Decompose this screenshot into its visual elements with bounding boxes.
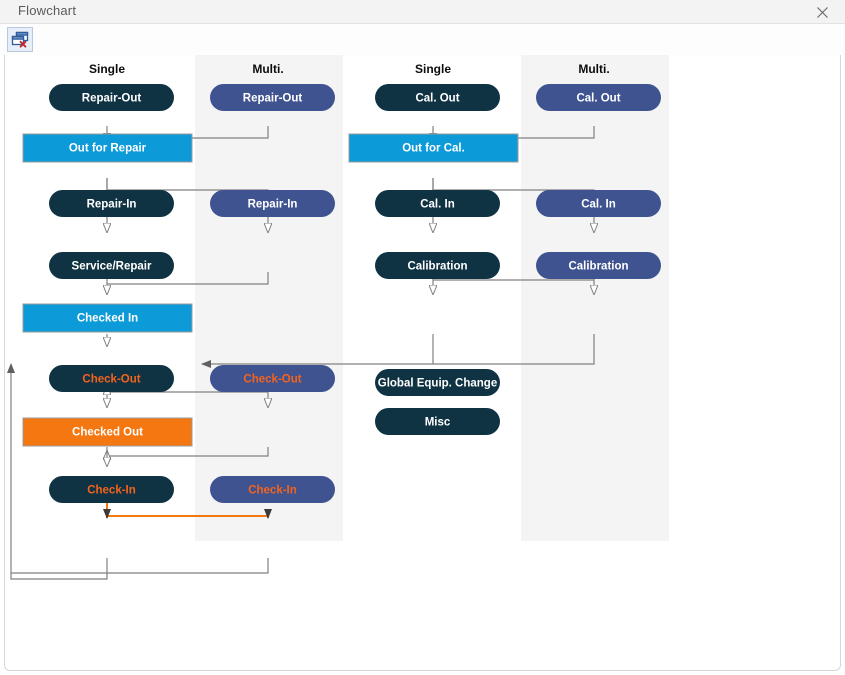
node-cal-in-single[interactable]: Cal. In — [375, 190, 500, 217]
node-out-for-repair[interactable]: Out for Repair — [22, 133, 193, 163]
node-check-in-single[interactable]: Check-In — [49, 476, 174, 503]
node-label: Global Equip. Change — [378, 378, 497, 390]
node-label: Out for Repair — [69, 143, 147, 155]
node-cal-out-single[interactable]: Cal. Out — [375, 84, 500, 111]
node-label: Cal. In — [581, 199, 616, 211]
node-repair-in-multi[interactable]: Repair-In — [210, 190, 335, 217]
node-service-repair[interactable]: Service/Repair — [49, 252, 174, 279]
window-close-button[interactable] — [799, 0, 845, 24]
node-repair-in-single[interactable]: Repair-In — [49, 190, 174, 217]
window-close-red-x-icon — [11, 31, 28, 48]
node-label: Calibration — [407, 261, 467, 273]
node-label: Check-Out — [82, 374, 140, 386]
column-header-repair-single: Single — [89, 62, 125, 76]
title-bar: Flowchart — [0, 0, 845, 24]
node-check-in-multi[interactable]: Check-In — [210, 476, 335, 503]
node-label: Checked In — [77, 313, 138, 325]
node-label: Checked Out — [72, 427, 143, 439]
node-checked-in[interactable]: Checked In — [22, 303, 193, 333]
flowchart-canvas[interactable]: Single Multi. Single Multi. — [5, 55, 840, 669]
toolbar — [0, 24, 845, 55]
node-calibration-multi[interactable]: Calibration — [536, 252, 661, 279]
connector-layer-orange — [103, 502, 272, 519]
node-global-equip-change[interactable]: Global Equip. Change — [375, 369, 500, 396]
node-repair-out-multi[interactable]: Repair-Out — [210, 84, 335, 111]
edge-repair-in-multi-to-service-repair — [107, 272, 269, 285]
node-label: Repair-Out — [82, 93, 142, 105]
window-title: Flowchart — [18, 3, 77, 18]
node-check-out-multi[interactable]: Check-Out — [210, 365, 335, 392]
node-label: Check-Out — [243, 374, 301, 386]
node-label: Check-In — [87, 485, 136, 497]
column-header-cal-single: Single — [415, 62, 451, 76]
node-label: Service/Repair — [72, 261, 152, 273]
edge-calibration-multi-to-checked-in — [201, 334, 595, 368]
node-label: Misc — [425, 417, 451, 429]
node-label: Repair-In — [87, 199, 137, 211]
column-header-repair-multi: Multi. — [252, 62, 283, 76]
column-header-cal-multi: Multi. — [578, 62, 609, 76]
node-label: Repair-In — [248, 199, 298, 211]
edge-check-in-single-loop-to-checked-in — [6, 363, 108, 580]
node-out-for-cal[interactable]: Out for Cal. — [348, 133, 519, 163]
node-cal-in-multi[interactable]: Cal. In — [536, 190, 661, 217]
node-cal-out-multi[interactable]: Cal. Out — [536, 84, 661, 111]
node-calibration-single[interactable]: Calibration — [375, 252, 500, 279]
node-label: Check-In — [248, 485, 297, 497]
close-x-icon — [816, 6, 828, 18]
node-misc[interactable]: Misc — [375, 408, 500, 435]
node-label: Cal. Out — [415, 93, 459, 105]
node-label: Cal. In — [420, 199, 455, 211]
edge-check-out-multi-to-checked-out — [107, 447, 269, 457]
client-area: Single Multi. Single Multi. — [4, 55, 841, 671]
node-repair-out-single[interactable]: Repair-Out — [49, 84, 174, 111]
node-check-out-single[interactable]: Check-Out — [49, 365, 174, 392]
band-cal-multi — [521, 55, 669, 541]
node-label: Calibration — [568, 261, 628, 273]
flowchart-svg: Single Multi. Single Multi. — [6, 55, 669, 580]
node-label: Cal. Out — [576, 93, 620, 105]
node-checked-out[interactable]: Checked Out — [22, 417, 193, 447]
close-window-button[interactable] — [7, 27, 33, 52]
band-repair-multi — [195, 55, 343, 541]
node-label: Repair-Out — [243, 93, 303, 105]
edge-check-in-multi-loop-to-checked-in — [11, 558, 269, 574]
node-label: Out for Cal. — [402, 143, 465, 155]
